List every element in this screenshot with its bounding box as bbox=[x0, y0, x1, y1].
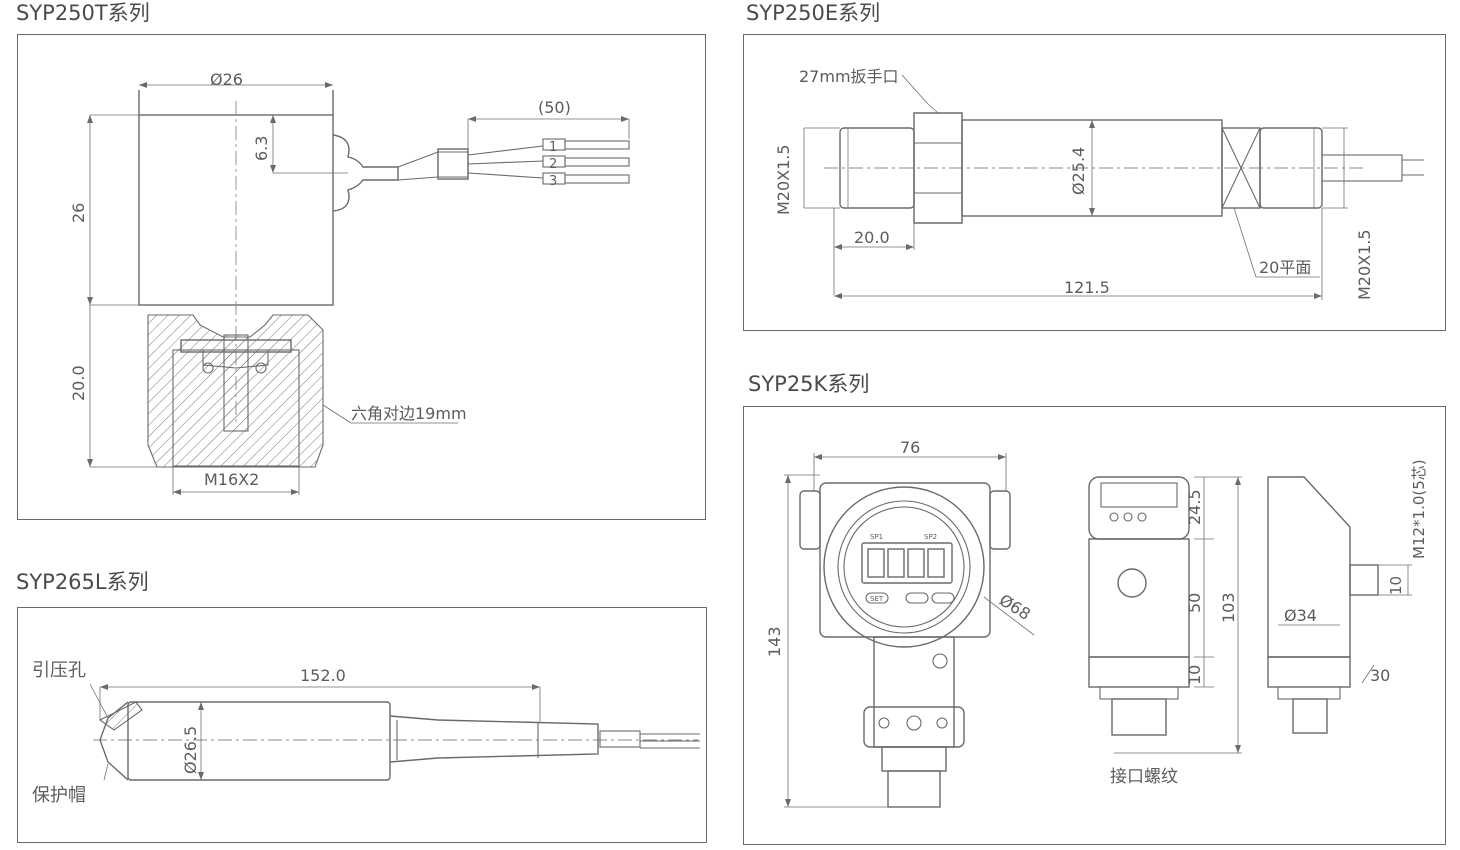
dim-dial-diameter: Ø68 bbox=[996, 590, 1034, 624]
cable-sleeve bbox=[437, 148, 469, 180]
label-thread: 接口螺纹 bbox=[1110, 767, 1178, 787]
key-sp2: SP2 bbox=[924, 533, 937, 541]
dim-flat: 20平面 bbox=[1259, 258, 1311, 277]
dim-wrench: 27mm扳手口 bbox=[799, 67, 899, 86]
wire-2-label: 2 bbox=[549, 157, 557, 172]
led-digits bbox=[867, 548, 945, 578]
syp265l-drawing: 152.0 Ø26.5 引压孔 保护帽 bbox=[32, 660, 700, 806]
dim-diameter: Ø26 bbox=[210, 70, 243, 89]
wire-bundle bbox=[467, 138, 630, 185]
dim-top-height: 24.5 bbox=[1185, 489, 1204, 525]
key-set: SET bbox=[870, 595, 884, 603]
dim-mid-height: 50 bbox=[1185, 593, 1204, 613]
side-view bbox=[1267, 476, 1379, 734]
dim-fitting-height: 20.0 bbox=[69, 365, 88, 401]
syp265l-title: SYP265L系列 bbox=[16, 570, 149, 594]
dim-thread: M16X2 bbox=[204, 470, 259, 489]
syp265l-drawing-panel: 152.0 Ø26.5 引压孔 保护帽 bbox=[17, 607, 707, 843]
dim-small-height: 6.3 bbox=[252, 136, 271, 161]
dim-angle: 30 bbox=[1370, 666, 1390, 685]
syp25k-drawing: SP1 SP2 SET 76 143 Ø68 bbox=[765, 438, 1428, 808]
wire-3-label: 3 bbox=[549, 174, 557, 189]
dim-side-diameter: Ø34 bbox=[1284, 606, 1317, 625]
sensor-body-l bbox=[127, 701, 391, 781]
syp250e-drawing-panel: 27mm扳手口 M20X1.5 Ø25.4 20.0 121.5 20平面 M2… bbox=[743, 34, 1446, 331]
dim-connector: M12*1.0(5芯) bbox=[1410, 459, 1428, 559]
dim-total-length: 121.5 bbox=[1064, 278, 1110, 297]
dim-conn-length: 10 bbox=[1387, 576, 1405, 595]
dim-total-height: 103 bbox=[1219, 592, 1238, 623]
dim-width: 76 bbox=[900, 438, 920, 457]
syp250t-drawing: 1 2 3 Ø26 (50) 6.3 26 20.0 bbox=[69, 70, 630, 495]
dim-diameter-l: Ø26.5 bbox=[181, 726, 200, 774]
front-view: SP1 SP2 SET bbox=[799, 482, 1011, 808]
dim-body-height: 26 bbox=[69, 203, 88, 223]
dim-thread-left: M20X1.5 bbox=[774, 144, 793, 215]
syp250e-title: SYP250E系列 bbox=[746, 1, 881, 25]
syp25k-drawing-panel: SP1 SP2 SET 76 143 Ø68 bbox=[743, 406, 1446, 845]
dim-height: 143 bbox=[765, 626, 784, 657]
dim-diameter-e: Ø25.4 bbox=[1069, 147, 1088, 195]
wire-1-label: 1 bbox=[549, 140, 557, 155]
label-protective-cap: 保护帽 bbox=[32, 785, 86, 806]
label-pressure-port: 引压孔 bbox=[32, 660, 86, 681]
syp250t-drawing-panel: 1 2 3 Ø26 (50) 6.3 26 20.0 bbox=[17, 34, 706, 520]
syp250e-drawing: 27mm扳手口 M20X1.5 Ø25.4 20.0 121.5 20平面 M2… bbox=[774, 67, 1424, 300]
dim-hex: 六角对边19mm bbox=[351, 404, 467, 423]
middle-view bbox=[1088, 476, 1190, 736]
dim-thread-right: M20X1.5 bbox=[1355, 229, 1374, 300]
syp25k-title: SYP25K系列 bbox=[748, 372, 870, 396]
dim-thread-length: 20.0 bbox=[854, 228, 890, 247]
dim-cable-length: (50) bbox=[538, 98, 571, 117]
key-sp1: SP1 bbox=[870, 533, 883, 541]
syp250t-title: SYP250T系列 bbox=[16, 1, 150, 25]
dim-length: 152.0 bbox=[300, 666, 346, 685]
dim-bot-height: 10 bbox=[1185, 665, 1204, 685]
